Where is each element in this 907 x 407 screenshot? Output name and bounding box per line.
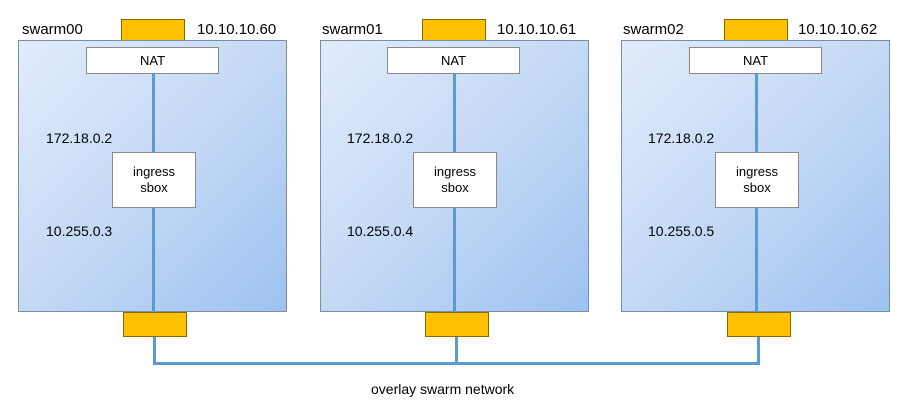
overlay-port <box>123 312 187 337</box>
overlay-network-caption: overlay swarm network <box>371 381 515 397</box>
public-ip: 10.10.10.60 <box>197 21 277 38</box>
host-name: swarm00 <box>22 21 83 38</box>
link-line <box>152 74 155 152</box>
link-line <box>453 74 456 152</box>
overlay-ip: 10.255.0.5 <box>648 223 715 239</box>
public-ip: 10.10.10.62 <box>798 21 878 38</box>
nat-box: NAT <box>689 47 822 74</box>
bridge-ip: 172.18.0.2 <box>648 130 715 146</box>
link-line <box>755 74 758 152</box>
link-line <box>755 208 758 312</box>
overlay-network-line <box>153 362 760 365</box>
ingress-sandbox-line2: sbox <box>140 180 168 195</box>
overlay-port <box>425 312 489 337</box>
ingress-sandbox: ingress sbox <box>112 152 196 208</box>
ingress-sandbox-line1: ingress <box>736 164 778 179</box>
public-ip: 10.10.10.61 <box>497 21 577 38</box>
link-line <box>152 208 155 312</box>
host-name: swarm02 <box>623 21 684 38</box>
overlay-ip: 10.255.0.4 <box>347 223 414 239</box>
nat-box: NAT <box>387 47 520 74</box>
overlay-drop-line <box>757 337 760 364</box>
nat-box: NAT <box>86 47 219 74</box>
link-line <box>453 208 456 312</box>
host-name: swarm01 <box>322 21 383 38</box>
ingress-sandbox-line2: sbox <box>441 180 469 195</box>
public-port <box>724 19 788 44</box>
bridge-ip: 172.18.0.2 <box>46 130 113 146</box>
overlay-drop-line <box>153 337 156 364</box>
overlay-port <box>727 312 791 337</box>
ingress-sandbox: ingress sbox <box>413 152 497 208</box>
ingress-sandbox-line2: sbox <box>743 180 771 195</box>
bridge-ip: 172.18.0.2 <box>347 130 414 146</box>
overlay-ip: 10.255.0.3 <box>46 223 113 239</box>
ingress-sandbox-line1: ingress <box>133 164 175 179</box>
ingress-sandbox-line1: ingress <box>434 164 476 179</box>
ingress-sandbox: ingress sbox <box>715 152 799 208</box>
overlay-drop-line <box>455 337 458 364</box>
